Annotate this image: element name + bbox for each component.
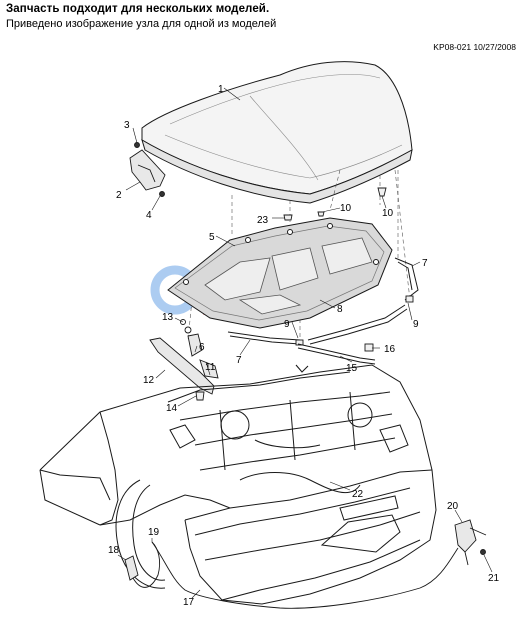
diagram-header: Запчасть подходит для нескольких моделей…	[6, 2, 526, 31]
callout-numbers: 1 2 3 4 5 6 7 7 8 9 9 10 10 11 12 13 14 …	[108, 84, 500, 608]
callout-23: 23	[257, 215, 269, 226]
callout-8: 8	[337, 304, 343, 315]
callout-3: 3	[124, 120, 130, 131]
diagram-title: Запчасть подходит для нескольких моделей…	[6, 3, 270, 15]
hood-insulator	[167, 217, 393, 329]
diagram-subtitle: Приведено изображение узла для одной из …	[6, 18, 277, 30]
callout-17: 17	[183, 597, 195, 608]
left-sensor-harness	[124, 541, 459, 609]
latch-bracket	[149, 333, 219, 395]
callout-14: 14	[166, 403, 178, 414]
callout-13: 13	[162, 312, 174, 323]
hood-panel	[141, 61, 413, 204]
callout-22: 22	[352, 489, 364, 500]
callout-7-right: 7	[422, 258, 428, 269]
callout-6: 6	[199, 342, 205, 353]
callout-16: 16	[384, 344, 396, 355]
right-sensor	[454, 519, 487, 566]
callout-20: 20	[447, 501, 459, 512]
callout-12: 12	[143, 375, 155, 386]
document-code: KP08-021 10/27/2008	[433, 42, 516, 52]
callout-11: 11	[205, 362, 216, 373]
leader-lines	[117, 87, 493, 599]
callout-10-center: 10	[340, 203, 352, 214]
callout-2: 2	[116, 190, 122, 201]
callout-15: 15	[346, 363, 358, 374]
callout-1: 1	[218, 84, 224, 95]
hood-hinge	[129, 142, 166, 197]
weatherstrips	[227, 257, 419, 345]
callout-7-left: 7	[236, 355, 242, 366]
hood-prop-rod	[295, 343, 376, 373]
callout-10-right: 10	[382, 208, 394, 219]
callout-18: 18	[108, 545, 120, 556]
callout-21: 21	[488, 573, 500, 584]
callout-5: 5	[209, 232, 215, 243]
callout-4: 4	[146, 210, 152, 221]
vehicle-front-body	[39, 364, 437, 605]
fasteners	[180, 187, 414, 401]
callout-19: 19	[148, 527, 160, 538]
callout-9-left: 9	[284, 319, 290, 330]
callout-9-right: 9	[413, 319, 419, 330]
